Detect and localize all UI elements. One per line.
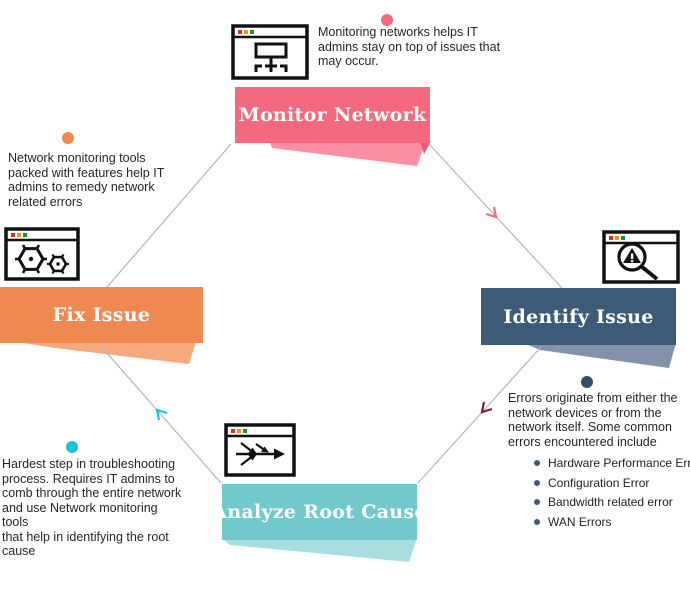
identify-accent-dot	[581, 376, 593, 388]
bullet-icon	[534, 518, 540, 525]
identify-issue-banner: Identify Issue	[481, 288, 676, 345]
analyze-accent-dot	[66, 441, 78, 453]
arrow-identify-to-analyze-icon	[480, 401, 493, 414]
list-item: Configuration Error	[534, 476, 690, 490]
fix-note: Network monitoring tools packed with fea…	[8, 151, 165, 209]
fix-ribbon-shadow	[16, 342, 196, 364]
bullet-icon	[534, 479, 540, 486]
analyze-root-cause-banner: Analyze Root Cause	[212, 484, 426, 540]
list-item: WAN Errors	[534, 515, 690, 529]
arrow-analyze-to-fix-icon	[155, 408, 168, 421]
error-label: Hardware Performance Error	[548, 456, 690, 470]
bullet-icon	[534, 499, 540, 505]
identify-note: Errors originate from either the network…	[508, 391, 678, 449]
error-label: WAN Errors	[548, 514, 612, 529]
analyze-root-cause-label: Analyze Root Cause	[212, 501, 427, 523]
error-label: Configuration Error	[548, 475, 650, 490]
monitor-network-label: Monitor Network	[238, 104, 427, 126]
common-errors-list: Hardware Performance Error Configuration…	[534, 456, 690, 534]
monitor-ribbon-shadow	[270, 141, 426, 166]
monitor-network-banner: Monitor Network	[235, 87, 430, 143]
fishbone-browser-icon	[224, 423, 296, 477]
fix-accent-dot	[62, 132, 74, 144]
arrow-monitor-to-identify-icon	[485, 206, 498, 219]
monitor-note: Monitoring networks helps IT admins stay…	[318, 25, 501, 68]
analyze-ribbon-shadow	[224, 538, 417, 562]
monitor-accent-dot	[381, 14, 393, 26]
sitemap-browser-icon	[231, 24, 309, 80]
identify-issue-label: Identify Issue	[503, 305, 654, 328]
analyze-note: Hardest step in troubleshooting process.…	[2, 457, 182, 558]
fix-issue-label: Fix Issue	[52, 304, 151, 326]
connector-monitor-to-identify	[428, 143, 563, 289]
fix-issue-banner: Fix Issue	[0, 287, 203, 343]
bullet-icon	[534, 460, 540, 466]
identify-ribbon-shadow	[528, 343, 676, 368]
list-item: Hardware Performance Error	[534, 456, 690, 470]
list-item: Bandwidth related error	[534, 495, 690, 509]
warning-search-browser-icon	[602, 230, 680, 284]
error-label: Bandwidth related error	[548, 495, 673, 509]
gears-browser-icon	[4, 227, 80, 281]
